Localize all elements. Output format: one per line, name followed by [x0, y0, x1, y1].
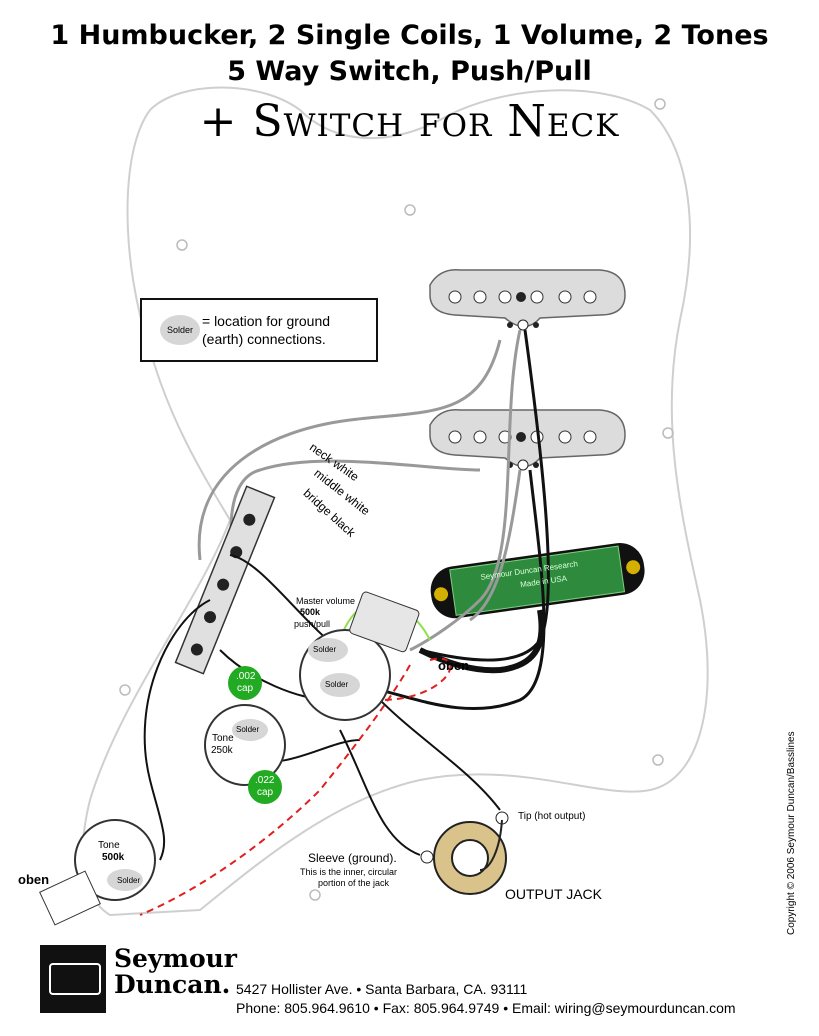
- ground-leads: [379, 329, 550, 711]
- volume-pot-mode: push/pull: [294, 619, 331, 629]
- volume-pot: [299, 591, 420, 721]
- tone-pot-2-value: 500k: [102, 852, 125, 863]
- red-ground-wires: [139, 657, 452, 916]
- volume-pot-solder-1: Solder: [313, 645, 337, 654]
- seymour-duncan-logo: [40, 945, 106, 1013]
- screw-holes: [119, 98, 674, 901]
- output-jack-title: OUTPUT JACK: [505, 886, 602, 902]
- cap-022: [248, 770, 282, 804]
- tone-pot-1-label: Tone: [212, 733, 234, 744]
- oben-label-1: oben: [438, 658, 470, 673]
- humbucker-pickup: [430, 543, 645, 619]
- title-line-1: 1 Humbucker, 2 Single Coils, 1 Volume, 2…: [50, 20, 769, 51]
- pickguard-outline: [81, 86, 709, 917]
- volume-pot-label: Master volume: [296, 596, 356, 606]
- brand-line-2: Duncan.: [114, 970, 231, 999]
- footer-address: 5427 Hollister Ave. • Santa Barbara, CA.…: [236, 981, 528, 997]
- legend-line-2: (earth) connections.: [202, 331, 326, 347]
- tone-pot-1-solder: Solder: [236, 725, 260, 734]
- cap-2-unit: cap: [257, 787, 274, 798]
- output-jack: [420, 811, 509, 895]
- volume-pot-solder-2: Solder: [325, 680, 349, 689]
- legend-line-1: = location for ground: [202, 313, 331, 329]
- solder-legend-text: = location for ground (earth) connection…: [202, 312, 330, 348]
- cap-002: [228, 666, 262, 700]
- jack-sleeve-desc-2: portion of the jack: [318, 878, 390, 888]
- footer-contact: 5427 Hollister Ave. • Santa Barbara, CA.…: [236, 980, 736, 1018]
- jack-tip-label: Tip (hot output): [518, 811, 586, 822]
- five-way-switch: [174, 485, 276, 675]
- cap-1-unit: cap: [237, 683, 254, 694]
- title-line-3: + Switch for Neck: [199, 96, 620, 147]
- jack-sleeve-desc-1: This is the inner, circular: [300, 867, 398, 877]
- tone-pot-2-label: Tone: [98, 840, 120, 851]
- copyright-text: Copyright © 2006 Seymour Duncan/Bassline…: [786, 731, 797, 935]
- solder-legend: Solder = location for ground (earth) con…: [140, 298, 378, 362]
- jack-sleeve-label: Sleeve (ground).: [308, 851, 397, 865]
- tone-pot-2: [74, 819, 156, 901]
- title-line-2: 5 Way Switch, Push/Pull: [227, 56, 592, 87]
- neck-mini-switch: [39, 870, 101, 926]
- volume-pot-value: 500k: [300, 607, 321, 617]
- neck-pickup: [429, 269, 626, 331]
- tone-pot-2-solder: Solder: [117, 876, 141, 885]
- cap-1-value: .002: [236, 671, 256, 682]
- tone-pot-1: [204, 704, 286, 786]
- footer-phone-email: Phone: 805.964.9610 • Fax: 805.964.9749 …: [236, 1000, 736, 1016]
- middle-pickup: [429, 409, 626, 471]
- tone-pot-1-value: 250k: [211, 745, 233, 756]
- oben-label-2: oben: [18, 872, 50, 887]
- brand-line-1: Seymour: [114, 944, 237, 973]
- brand-name: Seymour Duncan.: [114, 946, 237, 998]
- cap-2-value: .022: [255, 775, 275, 786]
- solder-legend-dot: Solder: [160, 315, 200, 345]
